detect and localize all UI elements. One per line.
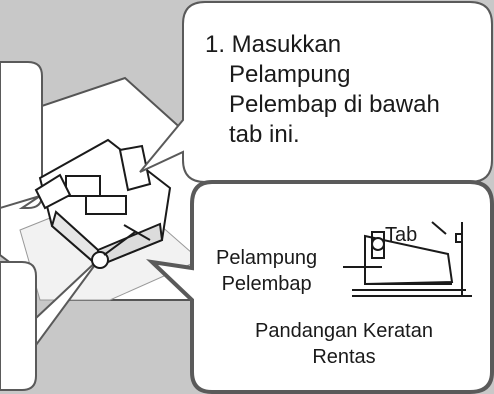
- left-callout-top: [0, 62, 42, 208]
- section-view-caption: Pandangan Keratan Rentas: [214, 318, 474, 370]
- left-callout-bottom: [0, 262, 36, 390]
- tab-label: Tab: [385, 224, 417, 247]
- float-label-line-2: Pelembap: [216, 271, 317, 297]
- step-line-4: tab ini.: [205, 120, 440, 150]
- float-label-line-1: Pelampung: [216, 245, 317, 271]
- float-label: Pelampung Pelembap: [216, 245, 317, 297]
- step-line-1: 1. Masukkan: [205, 30, 440, 60]
- tab-marker: [456, 234, 462, 242]
- step-line-3: Pelembap di bawah: [205, 90, 440, 120]
- caption-line-2: Rentas: [214, 344, 474, 370]
- float-pivot: [372, 238, 384, 250]
- step-line-2: Pelampung: [205, 60, 440, 90]
- step-instruction-text: 1. Masukkan Pelampung Pelembap di bawah …: [205, 30, 440, 150]
- caption-line-1: Pandangan Keratan: [214, 318, 474, 344]
